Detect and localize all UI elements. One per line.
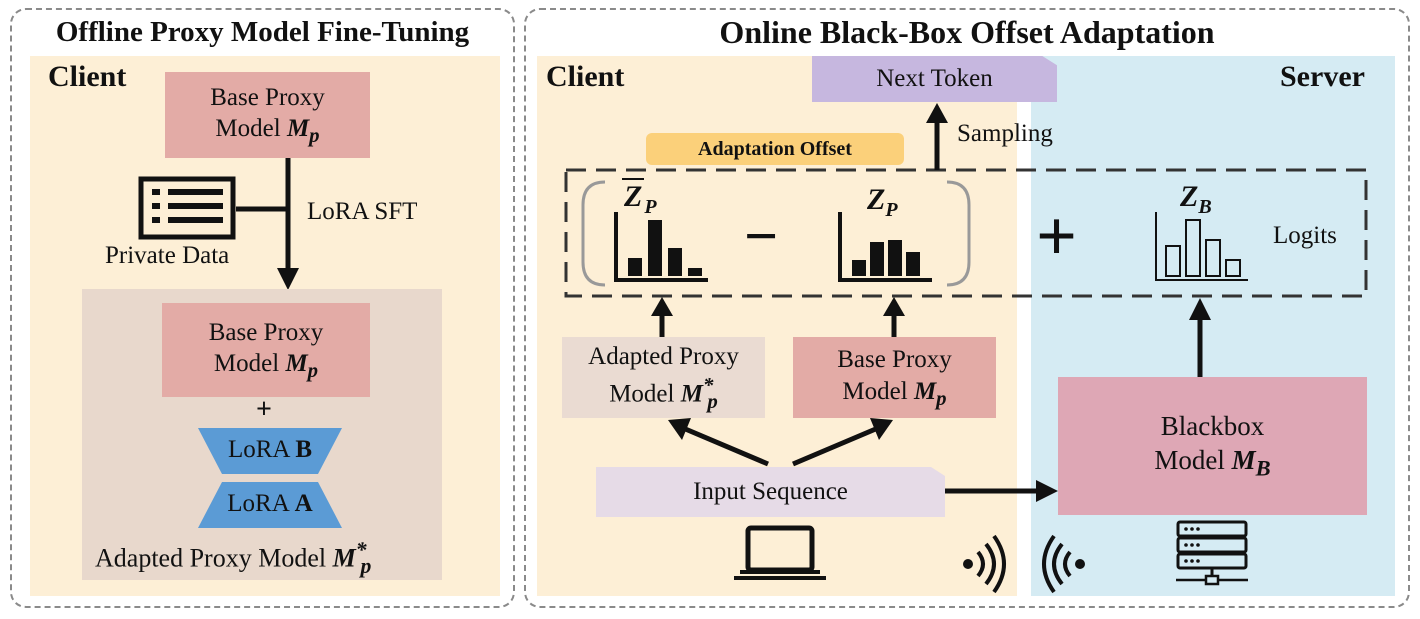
math-symbol: M: [286, 115, 310, 143]
lora-a-label: LoRA A: [220, 490, 320, 518]
document-icon: [138, 176, 236, 240]
right-panel-frame: [524, 8, 1410, 608]
math-superscript: *: [702, 373, 714, 398]
box-line2-text: Model: [842, 377, 908, 405]
blackbox-model-box: Blackbox Model MB: [1058, 377, 1367, 515]
zb-symbol: Z: [1180, 180, 1199, 213]
math-symbol: M: [285, 350, 308, 378]
zb-sub: B: [1198, 196, 1212, 218]
base-proxy-model-box: Base Proxy Model Mp: [793, 337, 996, 418]
zb-bars-icon: [1155, 212, 1248, 281]
math-superscript: *: [355, 538, 367, 562]
input-sequence-box: Input Sequence: [596, 467, 945, 517]
math-subscript: p: [936, 385, 947, 410]
math-subscript: p: [307, 358, 319, 383]
lora-a-bold: A: [294, 490, 313, 517]
server-icon: [1176, 520, 1248, 586]
math-symbol: M: [680, 380, 703, 408]
base-proxy-model-top: Base Proxy Model Mp: [165, 72, 370, 158]
adapted-proxy-model-box: Adapted Proxy Model M*p: [562, 337, 765, 418]
lora-plus-sign: +: [256, 394, 272, 425]
laptop-icon: [734, 525, 826, 580]
math-subscript: p: [707, 388, 718, 413]
plus-sign: +: [1036, 196, 1078, 276]
zp-symbol: Z: [867, 183, 886, 216]
zp-label: ZP: [867, 183, 898, 222]
box-line2-text: Model: [213, 350, 280, 378]
box-line2: Model Mp: [215, 113, 319, 148]
right-client-label: Client: [546, 60, 625, 93]
left-client-label: Client: [48, 60, 127, 93]
zp-hat-symbol: Z: [622, 178, 645, 213]
math-symbol: M: [913, 377, 937, 405]
logits-label: Logits: [1273, 222, 1337, 249]
lora-b-bold: B: [295, 436, 313, 463]
left-panel-title: Offline Proxy Model Fine-Tuning: [55, 16, 470, 48]
math-subscript: p: [309, 123, 320, 148]
base-proxy-model-bottom: Base Proxy Model Mp: [162, 303, 370, 397]
wifi-signal-right-icon: [963, 534, 1006, 594]
box-line1: Base Proxy: [208, 318, 324, 346]
sampling-label: Sampling: [957, 120, 1053, 147]
lora-b-label: LoRA B: [220, 436, 320, 464]
zp-hat-sub: P: [644, 196, 657, 218]
server-label: Server: [1280, 60, 1365, 93]
minus-sign: −: [744, 203, 779, 269]
zb-label: ZB: [1180, 180, 1212, 219]
lora-b-text: LoRA: [227, 436, 296, 463]
math-symbol: M: [1231, 444, 1256, 475]
left-panel-frame: [10, 8, 515, 608]
math-subscript: B: [1255, 455, 1271, 480]
zp-bars-icon: [838, 212, 932, 282]
lora-sft-label: LoRA SFT: [307, 198, 418, 225]
box-line1: Base Proxy: [210, 83, 325, 111]
lora-a-text: LoRA: [227, 490, 295, 517]
box-line1: Base Proxy: [837, 346, 952, 374]
caption-text: Adapted Proxy Model: [95, 543, 327, 573]
box-line2: Model Mp: [214, 348, 318, 383]
box-line2-text: Model: [215, 115, 281, 143]
box-line2: Model M*p: [609, 372, 718, 413]
adaptation-offset-tag: Adaptation Offset: [646, 133, 904, 165]
box-line2: Model Mp: [842, 376, 946, 411]
adapted-proxy-caption: Adapted Proxy Model M*p: [95, 538, 371, 579]
box-line1: Adapted Proxy: [588, 343, 739, 371]
math-subscript: p: [360, 553, 372, 578]
box-line1: Blackbox: [1160, 410, 1265, 441]
private-data-label: Private Data: [105, 242, 230, 269]
box-line2-text: Model: [609, 380, 675, 408]
zp-hat-bars-icon: [614, 212, 708, 282]
box-line2-text: Model: [1154, 444, 1225, 475]
math-symbol: M: [332, 543, 356, 573]
next-token-box: Next Token: [812, 56, 1057, 102]
right-panel-title: Online Black-Box Offset Adaptation: [719, 14, 1215, 50]
zp-sub: P: [885, 199, 898, 221]
box-line2: Model MB: [1154, 444, 1270, 483]
wifi-signal-left-icon: [1042, 534, 1085, 594]
